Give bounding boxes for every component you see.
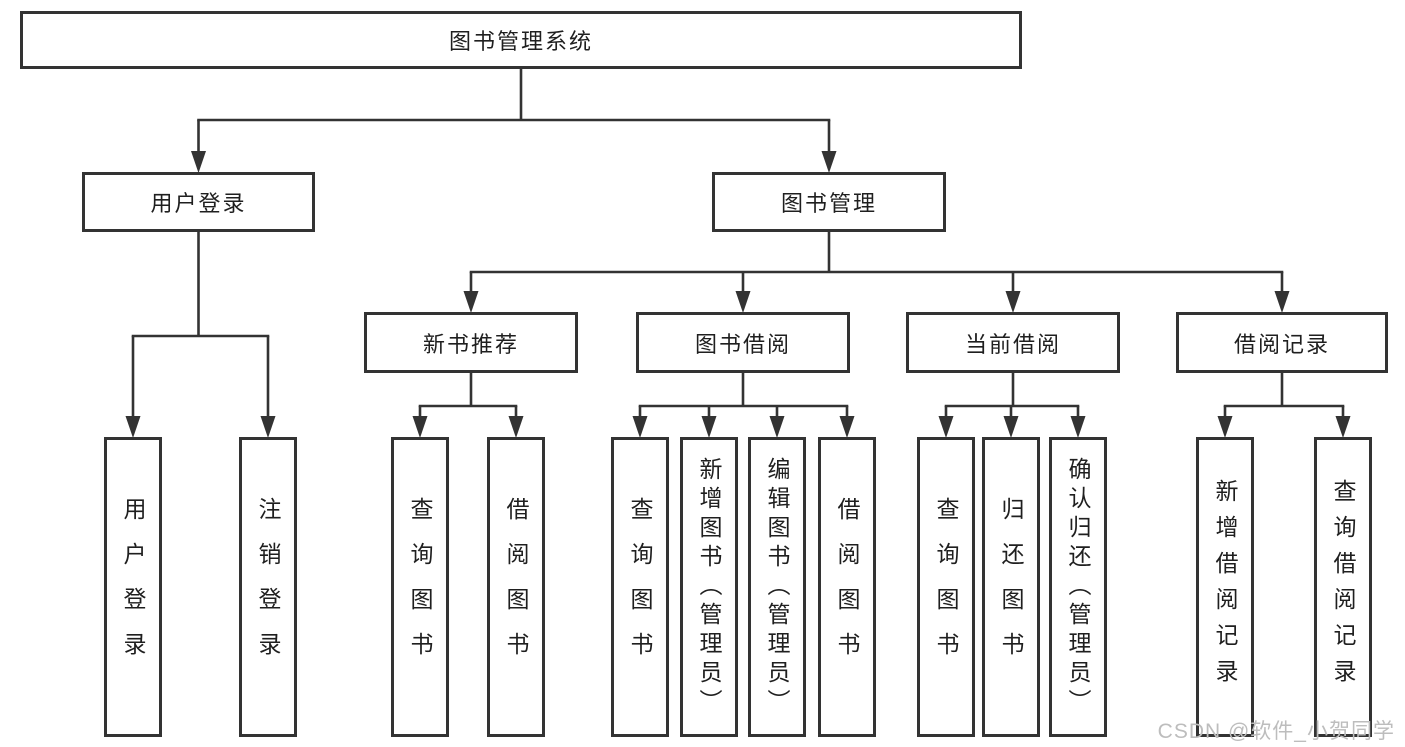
node-leaf-edit-book: 编辑图书（管理员） (748, 437, 806, 737)
node-leaf-logout: 注销登录 (239, 437, 297, 737)
node-user-login: 用户登录 (82, 172, 315, 232)
node-current-borrow: 当前借阅 (906, 312, 1120, 373)
node-book-borrow: 图书借阅 (636, 312, 850, 373)
node-leaf-add-borrow-record: 新增借阅记录 (1196, 437, 1254, 737)
node-leaf-query-book-3: 查询图书 (917, 437, 975, 737)
node-book-management: 图书管理 (712, 172, 946, 232)
node-leaf-query-book-1: 查询图书 (391, 437, 449, 737)
node-leaf-borrow-book-1: 借阅图书 (487, 437, 545, 737)
node-leaf-user-login: 用户登录 (104, 437, 162, 737)
node-leaf-return-book: 归还图书 (982, 437, 1040, 737)
node-leaf-add-book: 新增图书（管理员） (680, 437, 738, 737)
node-borrow-records: 借阅记录 (1176, 312, 1388, 373)
node-leaf-confirm-return: 确认归还（管理员） (1049, 437, 1107, 737)
node-root: 图书管理系统 (20, 11, 1022, 69)
node-leaf-query-borrow-record: 查询借阅记录 (1314, 437, 1372, 737)
node-new-book-recommend: 新书推荐 (364, 312, 578, 373)
node-leaf-query-book-2: 查询图书 (611, 437, 669, 737)
node-leaf-borrow-book-2: 借阅图书 (818, 437, 876, 737)
